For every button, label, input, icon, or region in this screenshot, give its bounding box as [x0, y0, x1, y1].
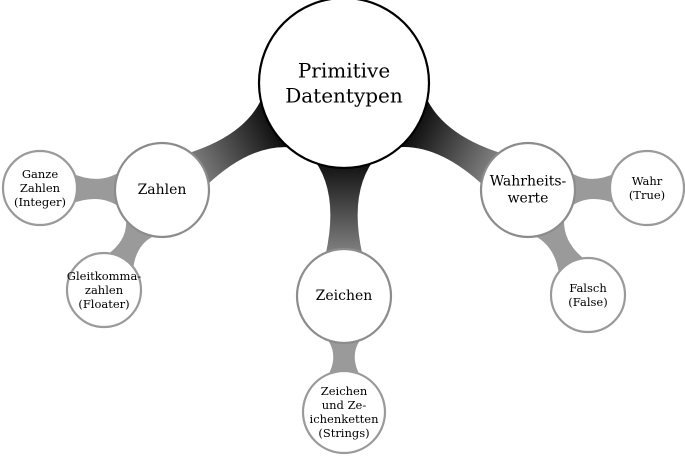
node-label-zeichen-line-1: Zeichen [316, 288, 373, 304]
node-circle-wahr [608, 149, 685, 227]
node-label-ganze-zahlen-line-2: Zahlen [20, 181, 61, 195]
node-circle-zeichen-und-zeichenketten [301, 369, 387, 455]
node-label-primitive-datentypen-line-2: Datentypen [285, 84, 403, 108]
connector-zahlen-to-ganze-zahlen [70, 169, 124, 210]
node-label-gleitkommazahlen-line-2: zahlen [85, 283, 124, 297]
node-label-falsch-line-1: Falsch [569, 281, 607, 295]
node-label-wahr-line-1: Wahr [632, 174, 663, 188]
node-label-wahr-line-2: (True) [629, 188, 665, 202]
node-circle-zahlen [113, 141, 211, 239]
connector-primitive-datentypen-to-zeichen [310, 154, 378, 257]
node-circle-wahrheitswerte [479, 141, 577, 239]
node-label-zahlen-line-1: Zahlen [138, 182, 187, 198]
node-zahlen: Zahlen [113, 141, 211, 239]
node-zeichen: Zeichen [295, 247, 393, 345]
node-gleitkommazahlen: Gleitkomma-zahlen(Floater) [65, 251, 143, 329]
node-circle-ganze-zahlen [1, 149, 79, 227]
node-label-zeichen-und-zeichenketten-line-2: und Ze- [322, 398, 367, 412]
node-label-zeichen-und-zeichenketten-line-1: Zeichen [321, 384, 368, 398]
node-circle-falsch [549, 256, 627, 334]
node-label-ganze-zahlen-line-1: Ganze [22, 167, 59, 181]
node-label-ganze-zahlen-line-3: (Integer) [14, 195, 66, 209]
node-label-zeichen-und-zeichenketten-line-4: (Strings) [318, 426, 369, 440]
node-wahrheitswerte: Wahrheits-werte [479, 141, 577, 239]
node-circle-gleitkommazahlen [65, 251, 143, 329]
node-label-wahrheitswerte-line-1: Wahrheits- [490, 174, 567, 190]
node-label-gleitkommazahlen-line-1: Gleitkomma- [67, 269, 142, 283]
node-label-wahrheitswerte-line-2: werte [508, 191, 549, 207]
connector-wahrheitswerte-to-wahr [566, 169, 617, 210]
node-label-falsch-line-2: (False) [568, 295, 607, 309]
node-circle-zeichen [295, 247, 393, 345]
node-label-primitive-datentypen-line-1: Primitive [298, 59, 390, 83]
node-wahr: Wahr(True) [608, 149, 685, 227]
node-falsch: Falsch(False) [549, 256, 627, 334]
node-label-zeichen-und-zeichenketten-line-3: ichenketten [310, 412, 380, 426]
node-circle-primitive-datentypen [257, 0, 431, 170]
connector-zeichen-to-zeichen-und-zeichenketten [324, 335, 364, 378]
node-label-gleitkommazahlen-line-3: (Floater) [78, 297, 129, 311]
